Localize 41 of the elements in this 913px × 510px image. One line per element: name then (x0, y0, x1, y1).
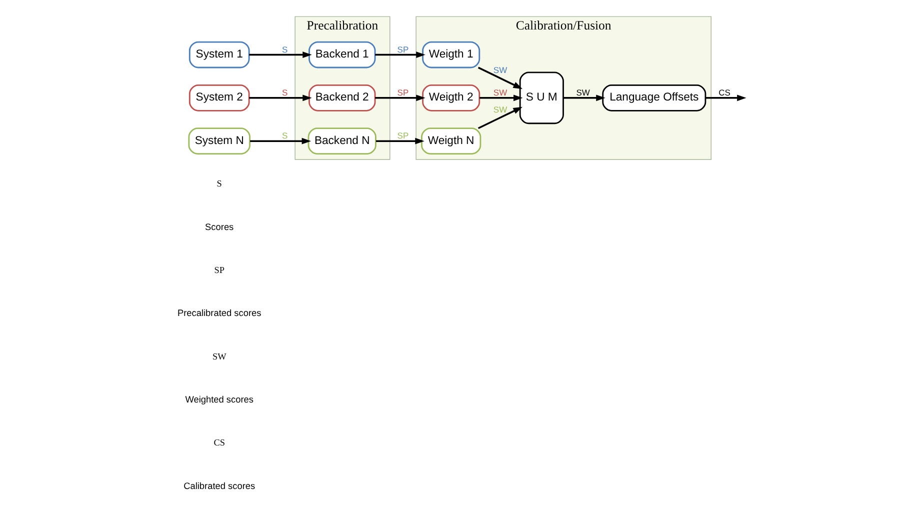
edge-label: SP (396, 44, 408, 54)
edge-label: S (281, 88, 288, 98)
node-box: Language Offsets (602, 84, 706, 112)
arrow (374, 52, 425, 58)
edge-label: SW (492, 104, 507, 114)
label: Calibrated scores (183, 480, 255, 491)
arrow (375, 138, 424, 144)
edge-label: SP (396, 130, 408, 141)
arrow (705, 94, 746, 102)
node-box: System 2 (188, 84, 250, 112)
edge-label: SP (396, 88, 408, 98)
arrow (562, 94, 605, 102)
arrow (374, 94, 425, 102)
label: CS (213, 438, 224, 448)
node-box: Weigth 1 (422, 41, 480, 68)
arrow (248, 52, 312, 58)
arrow (477, 106, 522, 130)
node-box: S U M (518, 72, 564, 124)
label: S (216, 178, 222, 189)
edge-label: SW (492, 88, 507, 98)
node-box: Backend N (307, 128, 376, 155)
label: Precalibrated scores (176, 308, 261, 318)
node-box: Weigth N (420, 128, 481, 155)
arrow (477, 66, 522, 89)
node-box: Backend 1 (308, 41, 376, 68)
node-box: Backend 2 (308, 84, 376, 112)
label: SW (212, 351, 226, 362)
edge-label: S (281, 44, 288, 54)
label: SP (214, 264, 224, 275)
arrow (479, 94, 522, 102)
arrow (248, 94, 312, 102)
edge-label: S (281, 130, 288, 141)
arrow (250, 138, 311, 144)
edge-label: SW (492, 64, 507, 75)
label: Scores (204, 222, 234, 232)
label: Weighted scores (184, 394, 253, 404)
node-box: System N (188, 128, 250, 155)
node-box: System 1 (188, 41, 250, 68)
edge-label: CS (718, 88, 730, 98)
edge-label: SW (576, 88, 590, 98)
node-box: Weigth 2 (422, 84, 480, 112)
